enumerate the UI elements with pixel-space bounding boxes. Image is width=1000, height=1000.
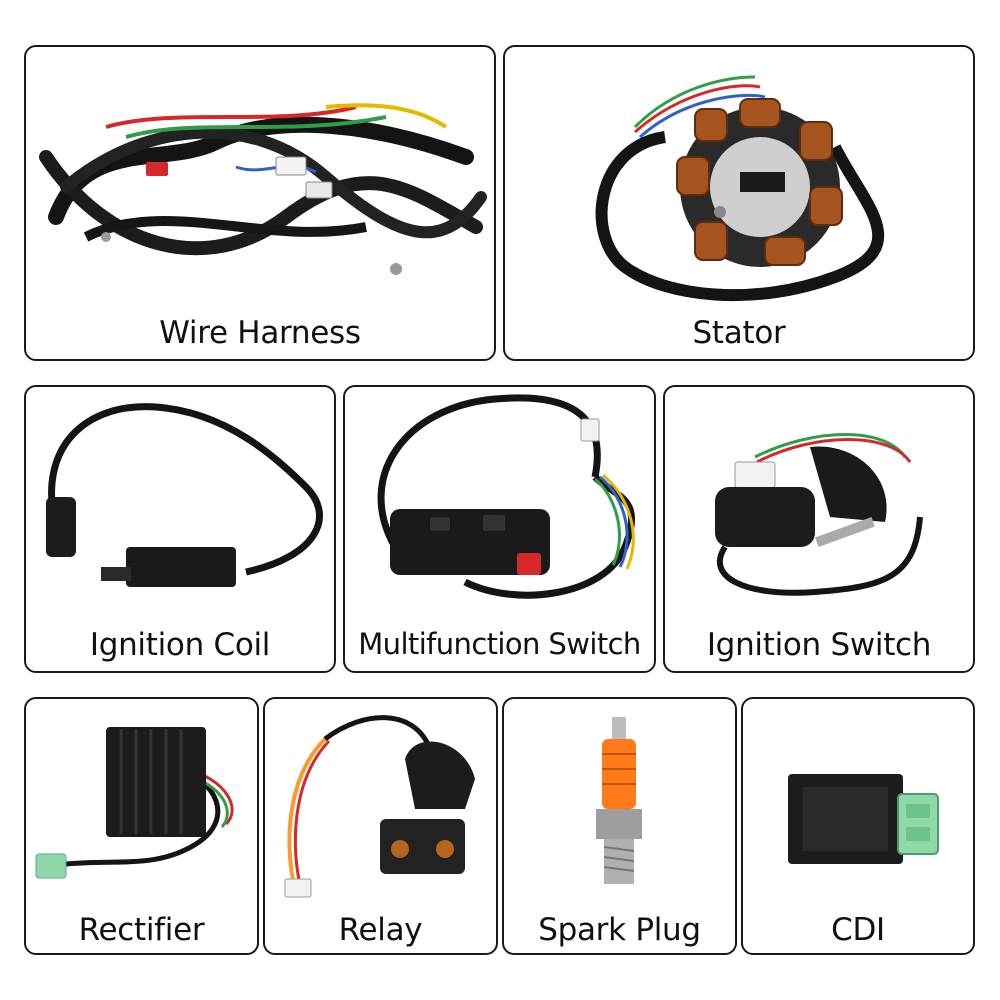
ignition-switch-card: Ignition Switch <box>663 385 975 673</box>
wire-harness-card: Wire Harness <box>24 45 496 361</box>
rectifier-card: Rectifier <box>24 697 259 955</box>
relay-image <box>284 715 475 898</box>
product-label: Stator <box>692 315 786 351</box>
product-label: CDI <box>831 912 885 948</box>
wire-harness-image <box>39 103 487 275</box>
cdi-card: CDI <box>741 697 975 955</box>
ignition-coil-card: Ignition Coil <box>24 385 336 673</box>
stator-image <box>595 75 885 302</box>
product-label: Spark Plug <box>538 912 701 948</box>
multifunction-switch-image <box>377 394 635 599</box>
multifunction-switch-card: Multifunction Switch <box>343 385 656 673</box>
ignition-coil-image <box>46 403 323 587</box>
rectifier-image <box>35 727 234 879</box>
product-label: Wire Harness <box>159 315 361 351</box>
relay-card: Relay <box>263 697 498 955</box>
product-label: Rectifier <box>78 912 205 948</box>
product-label: Multifunction Switch <box>358 627 641 661</box>
spark-plug-card: Spark Plug <box>502 697 737 955</box>
ignition-switch-image <box>715 433 923 596</box>
product-label: Ignition Coil <box>89 627 271 663</box>
product-label: Ignition Switch <box>706 627 932 663</box>
product-label: Relay <box>338 912 423 948</box>
stator-card: Stator <box>503 45 975 361</box>
cdi-image <box>788 774 939 864</box>
spark-plug-image <box>596 717 642 884</box>
